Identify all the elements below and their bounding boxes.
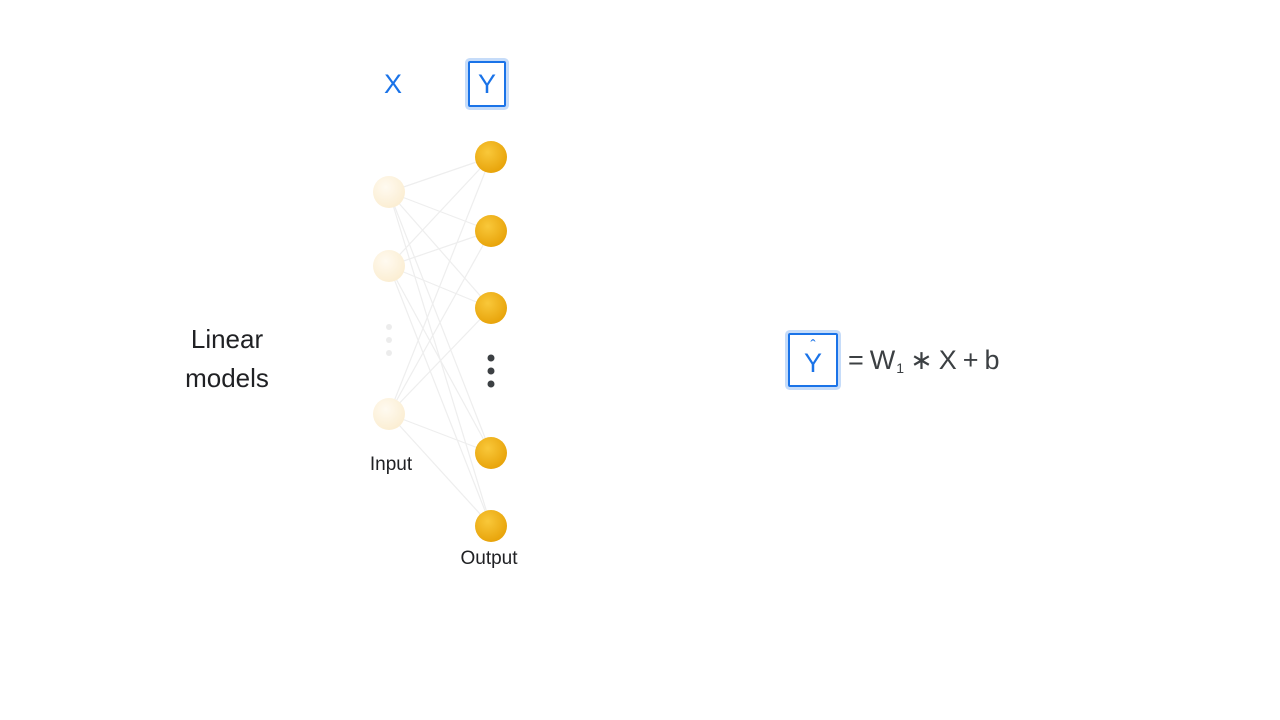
network-edge [388,413,492,454]
input-layer [373,176,405,430]
output-layer-label: Output [460,548,518,569]
title-line-2: models [185,363,269,393]
network-edge [388,156,492,193]
network-edge [388,265,492,454]
weight-symbol: W [869,344,896,375]
diagram-title: Linear models [160,320,294,398]
network-edge [388,265,492,527]
output-node [475,292,507,324]
hat-symbol: ˆ [810,338,816,355]
weight-subscript: 1 [896,359,905,376]
linear-model-formula: ˆ Y = W1 ∗ X + b [788,331,1000,389]
network-edge [388,307,492,415]
output-node [475,510,507,542]
output-node [475,141,507,173]
input-symbol: X [938,344,957,375]
network-edge [388,230,492,415]
output-variable-label: Y [468,61,506,107]
input-node [373,250,405,282]
output-layer [475,141,507,542]
prediction-symbol: Y [803,347,822,378]
multiply-sign: ∗ [910,344,933,375]
equals-sign: = [848,344,864,375]
output-node [475,215,507,247]
network-edge [388,230,492,267]
network-edge [388,413,492,527]
title-line-1: Linear [190,324,264,354]
weight-term: W1 [870,345,904,376]
output-ellipsis [487,354,495,388]
input-node [373,398,405,430]
plus-sign: + [962,344,979,375]
network-edge [388,156,492,415]
network-edges [388,156,492,527]
network-edge [388,191,492,309]
input-node [373,176,405,208]
bias-symbol: b [984,344,1000,375]
output-node [475,437,507,469]
input-layer-label: Input [369,454,413,475]
input-variable-label: X [383,69,402,99]
network-edge [388,156,492,267]
input-ellipsis [386,324,392,356]
prediction-box: ˆ Y [788,333,838,387]
